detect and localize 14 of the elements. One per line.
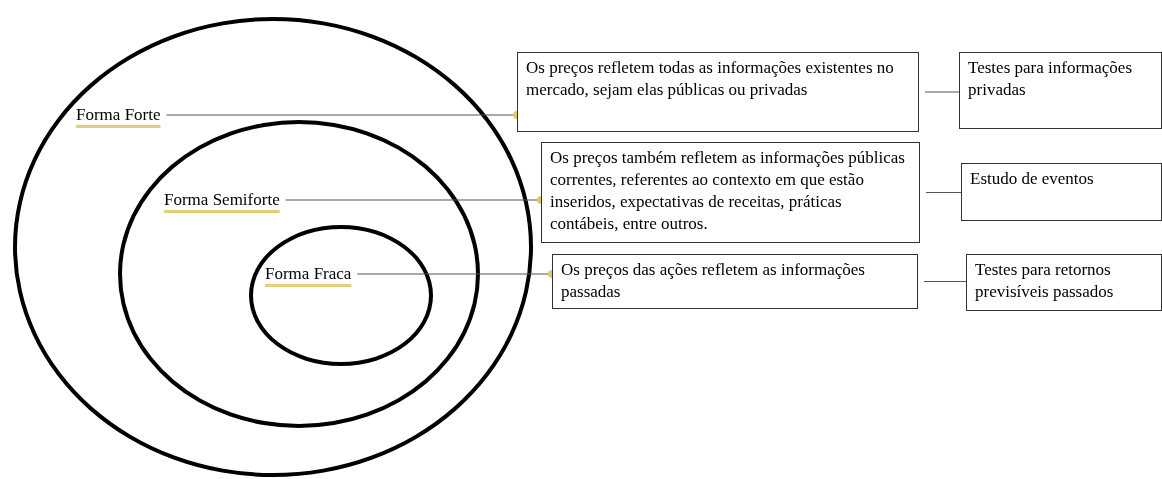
connector-line	[924, 91, 960, 93]
connector-line	[925, 191, 962, 194]
text-box: Testes para informações privadas	[959, 52, 1162, 129]
text-box: Os preços das ações refletem as informações passadas	[552, 254, 918, 309]
text-box: Testes para retornos previsíveis passados	[966, 254, 1162, 311]
connector-line	[923, 280, 967, 283]
ellipse-outline	[118, 120, 480, 428]
form-label: Forma Forte	[76, 104, 161, 126]
text-box: Os preços refletem todas as informações existentes no mercado, sejam elas públicas ou privadas	[517, 52, 919, 132]
text-box: Os preços também refletem as informações públicas correntes, referentes ao contexto em que estão inseridos, expectativas de receitas, práticas contábeis, entre outros.	[541, 142, 920, 243]
form-label: Forma Fraca	[265, 263, 352, 285]
form-label: Forma Semiforte	[164, 189, 280, 211]
text-box: Estudo de eventos	[961, 163, 1162, 221]
ellipse-outline	[249, 225, 433, 366]
